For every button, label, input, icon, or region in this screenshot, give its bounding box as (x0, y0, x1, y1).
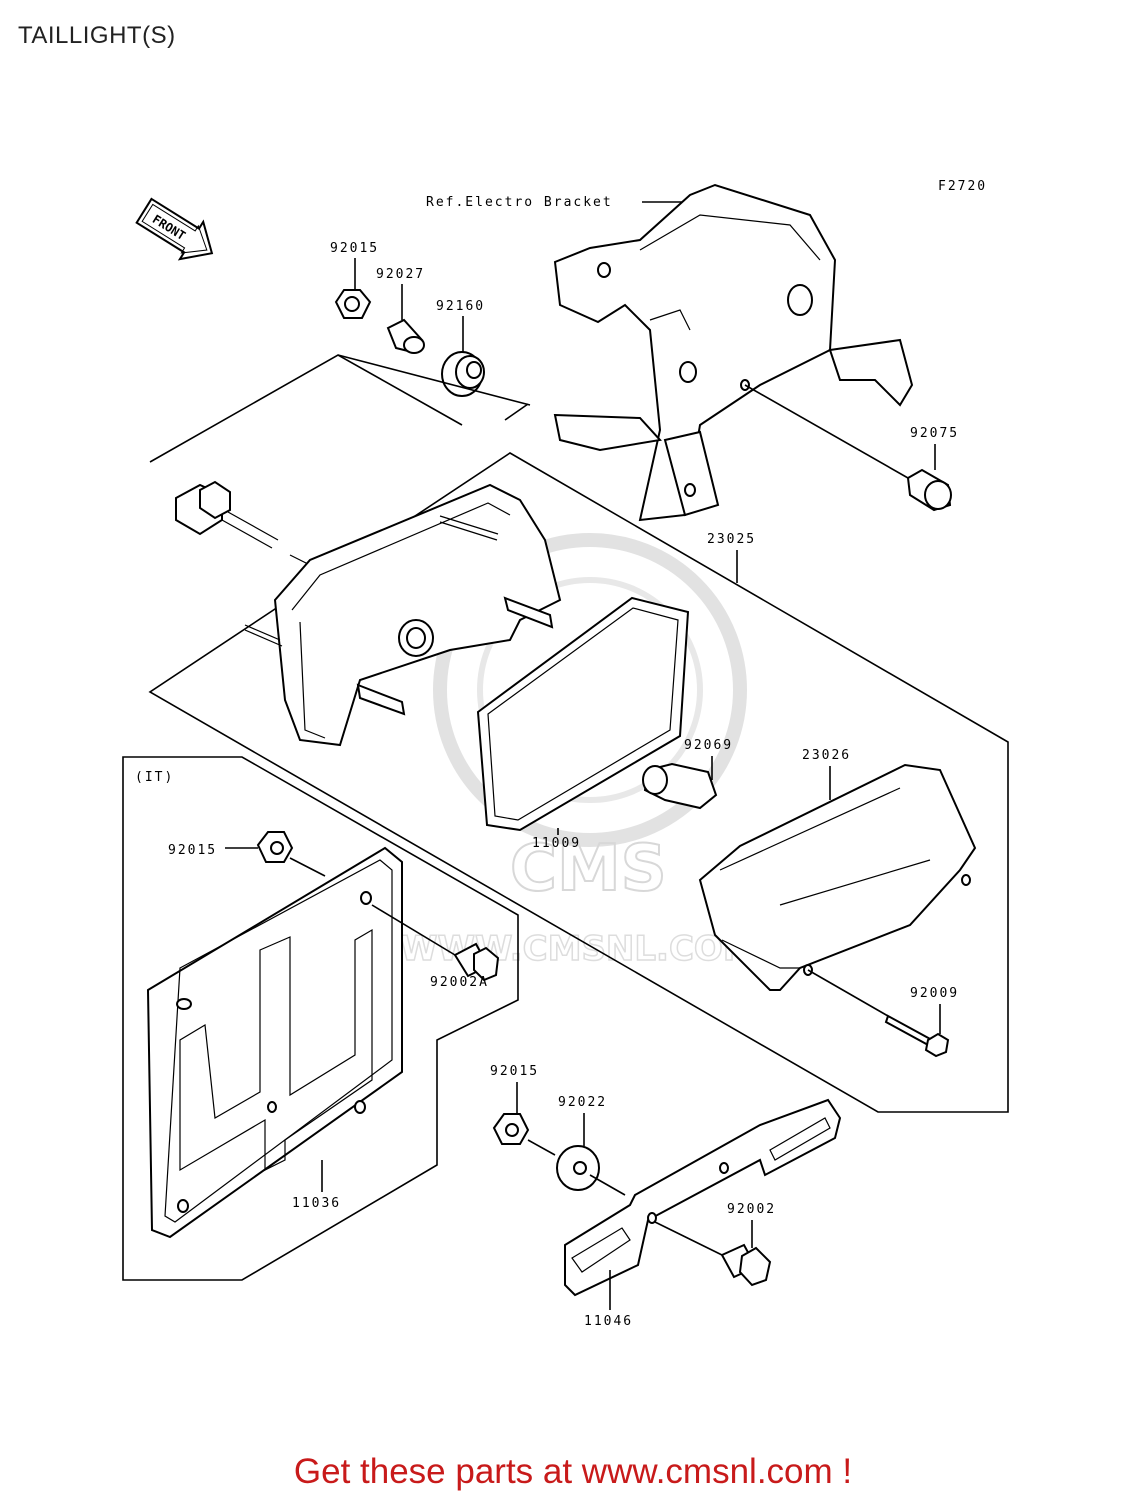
front-arrow-icon: FRONT (135, 197, 214, 261)
washer-92022-part (556, 1145, 600, 1191)
bulb-92069-part (642, 762, 718, 810)
label-11036: 11036 (292, 1196, 341, 1211)
label-92160: 92160 (436, 299, 485, 314)
nut-92015-it-part (256, 831, 294, 863)
label-92022: 92022 (558, 1095, 607, 1110)
label-11046: 11046 (584, 1314, 633, 1329)
nut-92015-part (334, 289, 372, 319)
bolt-92002a-part (453, 942, 500, 982)
ref-bracket-label: Ref.Electro Bracket (426, 195, 613, 210)
wire-connector-part (175, 480, 313, 567)
label-92075: 92075 (910, 426, 959, 441)
taillight-housing-part (244, 483, 562, 747)
variant-label: (IT) (135, 770, 174, 785)
gasket-11009-part (476, 596, 690, 832)
label-23025: 23025 (707, 532, 756, 547)
label-92015-top: 92015 (330, 241, 379, 256)
lens-23026-part (698, 763, 977, 991)
label-92069: 92069 (684, 738, 733, 753)
plate-bracket-11046-part (564, 1098, 842, 1297)
page-title: TAILLIGHT(S) (18, 22, 176, 49)
electro-bracket-part (553, 183, 914, 522)
bolt-92002-part (720, 1243, 772, 1287)
variant-it-outline (122, 756, 519, 1281)
label-92009: 92009 (910, 986, 959, 1001)
footer-cta-link[interactable]: Get these parts at www.cmsnl.com ! (293, 1452, 853, 1491)
license-plate-11036-part (146, 846, 403, 1239)
collar-92075-part (906, 468, 952, 512)
collar-92027-part (386, 318, 425, 354)
grommet-92160-part (441, 351, 485, 397)
nut-92015-lower-part (492, 1113, 530, 1145)
label-92027: 92027 (376, 267, 425, 282)
label-92015-it: 92015 (168, 843, 217, 858)
parts-diagram: CMS WWW.CMSNL.COM F2720 FRONT Ref.Electr… (122, 179, 1009, 1329)
watermark-url: WWW.CMSNL.COM (400, 929, 757, 969)
label-23026: 23026 (802, 748, 851, 763)
figure-code: F2720 (938, 179, 987, 194)
watermark: CMS WWW.CMSNL.COM (399, 533, 757, 970)
label-11009: 11009 (532, 836, 581, 851)
watermark-text: CMS (510, 832, 667, 906)
screw-92009-part (884, 1014, 950, 1058)
label-92015-lower: 92015 (490, 1064, 539, 1079)
label-92002: 92002 (727, 1202, 776, 1217)
label-92002a: 92002A (430, 975, 489, 990)
